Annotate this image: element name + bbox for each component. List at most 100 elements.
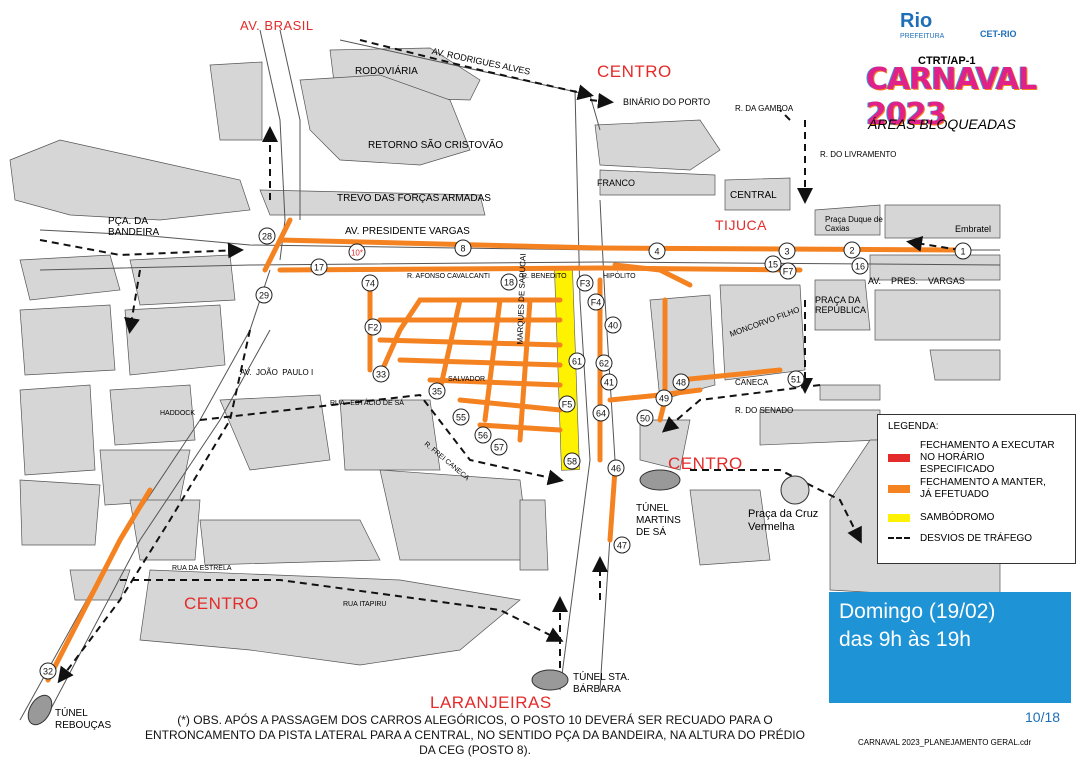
legend-label-closure-kept: FECHAMENTO A MANTER, JÁ EFETUADO (920, 477, 1046, 500)
street-salvador: SALVADOR (448, 376, 486, 383)
legend-swatch-orange (888, 485, 910, 493)
posto-label: F2 (368, 323, 379, 333)
posto-label: 55 (456, 413, 466, 423)
posto-marker-f3: F3 (576, 274, 594, 292)
posto-marker-51: 51 (787, 370, 805, 388)
rio-logo-sub: PREFEITURA (900, 33, 945, 40)
posto-marker-10star: 10* (348, 243, 366, 261)
posto-circle (595, 354, 613, 372)
posto-marker-29: 29 (255, 286, 273, 304)
street-caneca: CANECA (735, 378, 769, 387)
street-livramento: R. DO LIVRAMENTO (820, 150, 897, 159)
posto-marker-46: 46 (607, 459, 625, 477)
legend-swatch-yellow (888, 514, 910, 522)
street-tunel-barbara: TÚNEL STA. BÁRBARA (573, 672, 630, 695)
posto-circle (452, 408, 470, 426)
posto-label: 49 (659, 394, 669, 404)
legend-item-closure-kept: FECHAMENTO A MANTER, JÁ EFETUADO (888, 477, 1060, 501)
schedule-box: Domingo (19/02) das 9h às 19h (829, 592, 1071, 703)
posto-label: 50 (640, 414, 650, 424)
street-haddock: HADDOCK (160, 410, 196, 417)
street-republica: PRAÇA DA REPÚBLICA (815, 295, 867, 315)
posto-label: 64 (596, 409, 606, 419)
legend-item-closure-new: FECHAMENTO A EXECUTAR NO HORÁRIO ESPECIF… (888, 440, 1060, 476)
street-franco: FRANCO (597, 178, 635, 188)
posto-label: F3 (580, 279, 591, 289)
posto-marker-49: 49 (655, 389, 673, 407)
posto-circle (843, 241, 861, 259)
posto-circle (364, 318, 382, 336)
legend-swatch-red (888, 454, 910, 462)
legend-label-detour: DESVIOS DE TRÁFEGO (920, 533, 1033, 544)
page-number: 10/18 (1025, 709, 1061, 725)
subtitle: ÁREAS BLOQUEADAS (868, 116, 1016, 132)
posto-circle (587, 293, 605, 311)
legend-label-closure-new: FECHAMENTO A EXECUTAR NO HORÁRIO ESPECIF… (920, 440, 1055, 475)
detour-lines (39, 39, 961, 684)
posto-marker-f7: F7 (779, 262, 797, 280)
posto-label: 18 (504, 278, 514, 288)
posto-marker-74: 74 (361, 274, 379, 292)
street-duque: Praça Duque de Caxias (825, 215, 883, 233)
posto-marker-41: 41 (600, 373, 618, 391)
posto-label: 3 (784, 247, 789, 257)
posto-circle (672, 373, 690, 391)
posto-label: 47 (617, 541, 627, 551)
street-estacio-sa: RUA ESTÁCIO DE SÁ (330, 400, 404, 407)
posto-marker-55: 55 (452, 408, 470, 426)
rio-logo-text: Rio (900, 10, 933, 32)
footnote: (*) OBS. APÓS A PASSAGEM DOS CARROS ALEG… (145, 713, 805, 757)
posto-marker-32: 32 (39, 662, 57, 680)
posto-circle (255, 286, 273, 304)
posto-marker-4: 4 (648, 242, 666, 260)
posto-circle (613, 536, 631, 554)
posto-label: 41 (604, 378, 614, 388)
posto-label: 32 (43, 667, 53, 677)
posto-marker-15: 15 (764, 255, 782, 273)
posto-marker-17: 17 (310, 258, 328, 276)
posto-marker-64: 64 (592, 404, 610, 422)
posto-circle (655, 389, 673, 407)
tunnels (27, 469, 681, 726)
posto-marker-48: 48 (672, 373, 690, 391)
posto-label: 8 (460, 244, 465, 254)
posto-marker-35: 35 (428, 382, 446, 400)
closure-kept-lines (45, 217, 963, 683)
posto-label: 15 (768, 260, 778, 270)
posto-circle (604, 316, 622, 334)
street-itapiru: RUA ITAPIRU (343, 601, 387, 608)
street-estrela: RUA DA ESTRELA (172, 565, 232, 572)
posto-marker-61: 61 (568, 352, 586, 370)
posto-marker-62: 62 (595, 354, 613, 372)
posto-label: 46 (611, 464, 621, 474)
posto-marker-3: 3 (778, 242, 796, 260)
posto-circle (778, 242, 796, 260)
street-central: CENTRAL (730, 190, 777, 201)
posto-marker-57: 57 (490, 438, 508, 456)
posto-marker-58: 58 (563, 452, 581, 470)
posto-circle (787, 370, 805, 388)
posto-marker-8: 8 (454, 239, 472, 257)
street-pca-bandeira: PÇA. DA BANDEIRA (108, 216, 160, 238)
posto-circle (428, 382, 446, 400)
posto-circle (607, 459, 625, 477)
legend: LEGENDA: FECHAMENTO A EXECUTAR NO HORÁRI… (877, 414, 1076, 564)
posto-label: 4 (654, 247, 659, 257)
street-afonso: R. AFONSO CAVALCANTI (407, 273, 490, 280)
posto-label: 16 (855, 262, 865, 272)
posto-label: 62 (599, 359, 609, 369)
posto-marker-2: 2 (843, 241, 861, 259)
area-centro-mid: CENTRO (668, 454, 743, 473)
posto-marker-f5: F5 (558, 395, 576, 413)
posto-label: F5 (562, 400, 573, 410)
area-centro-top: CENTRO (597, 62, 672, 81)
posto-circle (592, 404, 610, 422)
area-tijuca: TIJUCA (715, 217, 767, 233)
posto-label: 61 (572, 357, 582, 367)
posto-label: 74 (365, 279, 375, 289)
rio-logo: Rio PREFEITURA (900, 10, 944, 40)
schedule-day: Domingo (19/02) (839, 600, 996, 623)
posto-label: 57 (494, 443, 504, 453)
cet-rio-label: CET-RIO (980, 29, 1017, 39)
